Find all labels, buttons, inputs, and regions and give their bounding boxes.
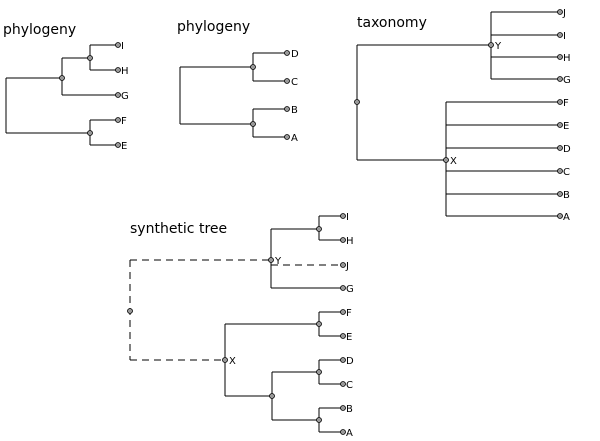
tip-label: A bbox=[346, 428, 353, 439]
tip-label: A bbox=[563, 212, 570, 223]
internal-node bbox=[316, 417, 322, 423]
tip-node bbox=[115, 67, 121, 73]
tip-node bbox=[115, 92, 121, 98]
internal-node bbox=[316, 226, 322, 232]
tip-label: C bbox=[563, 167, 570, 178]
tip-node bbox=[284, 78, 290, 84]
internal-node bbox=[87, 55, 93, 61]
tip-node bbox=[557, 191, 563, 197]
tip-label: C bbox=[291, 77, 298, 88]
tip-node bbox=[340, 213, 346, 219]
tree-title: synthetic tree bbox=[130, 221, 227, 237]
tip-label: G bbox=[563, 75, 571, 86]
tree-phylogeny-1: phylogeny I H G F E bbox=[3, 22, 129, 152]
inner-node-label: X bbox=[450, 156, 457, 167]
root-node bbox=[127, 308, 133, 314]
tip-node bbox=[340, 405, 346, 411]
tip-label: F bbox=[563, 98, 569, 109]
tree-synthetic: synthetic tree bbox=[127, 212, 354, 439]
tip-node bbox=[557, 9, 563, 15]
tip-label: H bbox=[121, 66, 129, 77]
tip-label: I bbox=[121, 41, 124, 52]
tip-label: G bbox=[121, 91, 129, 102]
internal-node bbox=[87, 130, 93, 136]
tip-node bbox=[340, 357, 346, 363]
tip-node bbox=[115, 117, 121, 123]
tip-node bbox=[340, 429, 346, 435]
tree-title: taxonomy bbox=[357, 15, 427, 31]
tree-title: phylogeny bbox=[177, 19, 250, 35]
tip-label: E bbox=[121, 141, 127, 152]
internal-node bbox=[316, 321, 322, 327]
tip-label: B bbox=[346, 404, 353, 415]
internal-node bbox=[268, 257, 274, 263]
inner-node-label: X bbox=[229, 356, 236, 367]
internal-node bbox=[59, 75, 65, 81]
tip-label: D bbox=[563, 144, 571, 155]
internal-node bbox=[443, 157, 449, 163]
tip-label: F bbox=[346, 308, 352, 319]
tip-label: I bbox=[346, 212, 349, 223]
tip-label: H bbox=[346, 236, 354, 247]
tip-node bbox=[340, 285, 346, 291]
tip-node bbox=[115, 142, 121, 148]
tip-node bbox=[284, 50, 290, 56]
tree-phylogeny-2: phylogeny D C B A bbox=[177, 19, 299, 144]
tip-node bbox=[340, 333, 346, 339]
tip-node bbox=[557, 99, 563, 105]
tip-label: E bbox=[346, 332, 352, 343]
tip-node bbox=[340, 262, 346, 268]
internal-node bbox=[316, 369, 322, 375]
inner-node-label: Y bbox=[274, 256, 282, 267]
tip-label: D bbox=[346, 356, 354, 367]
tip-label: B bbox=[563, 190, 570, 201]
tip-label: E bbox=[563, 121, 569, 132]
tip-label: J bbox=[562, 8, 566, 19]
internal-node bbox=[250, 64, 256, 70]
tip-node bbox=[340, 237, 346, 243]
tip-label: I bbox=[563, 31, 566, 42]
internal-node bbox=[250, 121, 256, 127]
tip-label: J bbox=[345, 261, 349, 272]
internal-node bbox=[222, 357, 228, 363]
tip-node bbox=[557, 54, 563, 60]
tip-label: A bbox=[291, 133, 298, 144]
tip-node bbox=[284, 106, 290, 112]
tip-node bbox=[284, 134, 290, 140]
tip-label: B bbox=[291, 105, 298, 116]
tip-node bbox=[557, 76, 563, 82]
tip-label: F bbox=[121, 116, 127, 127]
tip-node bbox=[557, 145, 563, 151]
tree-title: phylogeny bbox=[3, 22, 76, 38]
tip-node bbox=[115, 42, 121, 48]
root-node bbox=[354, 99, 360, 105]
tree-taxonomy: taxonomy Y X J I H G F bbox=[354, 8, 571, 223]
tip-node bbox=[340, 309, 346, 315]
tip-label: C bbox=[346, 380, 353, 391]
inner-node-label: Y bbox=[494, 41, 502, 52]
tip-node bbox=[557, 213, 563, 219]
tip-node bbox=[557, 122, 563, 128]
tip-label: G bbox=[346, 284, 354, 295]
tip-node bbox=[340, 381, 346, 387]
tip-node bbox=[557, 32, 563, 38]
tip-label: H bbox=[563, 53, 571, 64]
internal-node bbox=[269, 393, 275, 399]
internal-node bbox=[488, 42, 494, 48]
tip-label: D bbox=[291, 49, 299, 60]
tip-node bbox=[557, 168, 563, 174]
